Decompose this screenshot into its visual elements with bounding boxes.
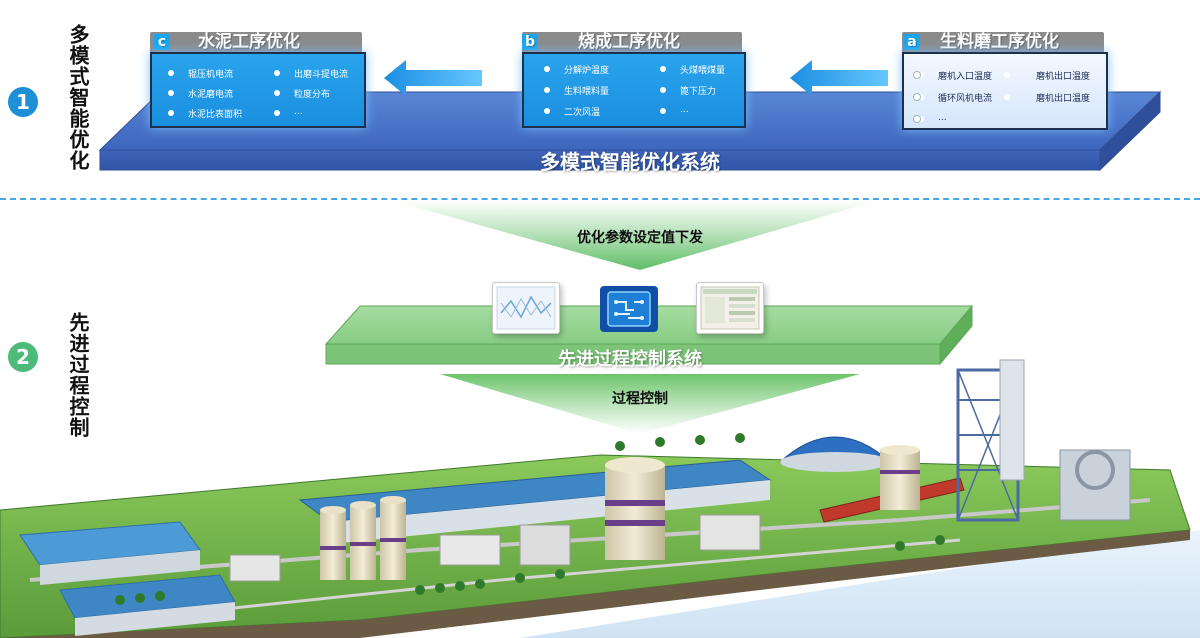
card-a-item: 磨机出口温度 <box>1036 69 1090 82</box>
card-b-header: b 烧成工序优化 <box>522 32 742 52</box>
card-c-item: 水泥比表面积 <box>188 107 242 120</box>
card-b-item: 生料喂料量 <box>564 84 609 97</box>
card-a: 磨机入口温度 循环风机电流 ... 磨机出口温度 磨机出口温度 <box>902 52 1108 130</box>
card-a-bullet <box>914 94 920 100</box>
setpoint-arrow-label: 优化参数设定值下发 <box>540 227 740 247</box>
top-platform-label: 多模式智能优化系统 <box>440 146 820 175</box>
card-c: 辊压机电流 水泥磨电流 水泥比表面积 出磨斗提电流 粒度分布 ... <box>150 52 366 128</box>
card-b-item: 分解炉温度 <box>564 63 609 76</box>
chart-thumbnail-graphic <box>493 283 559 333</box>
card-b-letter: b <box>522 34 538 50</box>
software-thumbnail-graphic <box>697 283 763 333</box>
flow-arrow-a-to-b <box>790 58 890 98</box>
card-b: 分解炉温度 生料喂料量 二次风温 头煤喂煤量 篦下压力 ... <box>522 52 746 128</box>
cement-plant-illustration <box>0 350 1200 638</box>
card-b-item: ... <box>680 105 689 115</box>
card-b-item: 篦下压力 <box>680 84 716 97</box>
card-a-bullet <box>914 116 920 122</box>
card-c-item: 辊压机电流 <box>188 67 233 80</box>
card-a-letter: a <box>904 34 920 50</box>
chart-thumbnail <box>492 282 560 334</box>
card-c-item: ... <box>294 107 303 117</box>
storage-dome <box>780 437 890 472</box>
card-c-item: 粒度分布 <box>294 87 330 100</box>
card-a-item: ... <box>938 113 947 123</box>
processor-chip-icon <box>598 284 660 334</box>
card-c-letter: c <box>154 34 170 50</box>
card-b-title: 烧成工序优化 <box>578 32 680 52</box>
card-b-item: 二次风温 <box>564 105 600 118</box>
card-c-header: c 水泥工序优化 <box>150 32 362 52</box>
card-a-bullet <box>1004 72 1010 78</box>
card-a-bullet <box>1004 94 1010 100</box>
flow-arrow-b-to-c <box>384 58 484 98</box>
card-a-title: 生料磨工序优化 <box>940 32 1059 52</box>
card-a-item: 磨机入口温度 <box>938 69 992 82</box>
card-c-item: 水泥磨电流 <box>188 87 233 100</box>
card-a-item: 循环风机电流 <box>938 91 992 104</box>
card-a-header: a 生料磨工序优化 <box>902 32 1104 52</box>
card-c-title: 水泥工序优化 <box>198 32 300 52</box>
central-silo <box>605 457 665 560</box>
card-b-item: 头煤喂煤量 <box>680 63 725 76</box>
card-a-item: 磨机出口温度 <box>1036 91 1090 104</box>
software-thumbnail <box>696 282 764 334</box>
card-c-item: 出磨斗提电流 <box>294 67 348 80</box>
silo-group-left <box>320 496 406 580</box>
card-a-bullet <box>914 72 920 78</box>
